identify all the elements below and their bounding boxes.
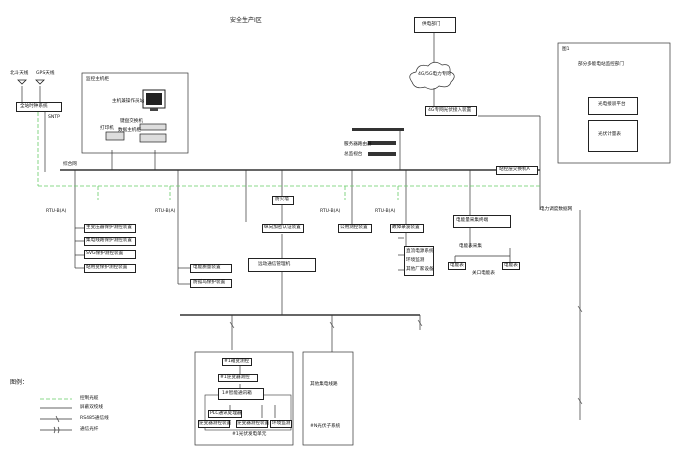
security-box bbox=[262, 224, 304, 233]
page-title: 安全生产I区 bbox=[230, 17, 262, 24]
mid-box-0 bbox=[190, 264, 232, 273]
bay-title2-box bbox=[218, 374, 258, 382]
meter-l1: 电能表采集 bbox=[459, 244, 482, 249]
workstation-label: 主机兼操作员站 bbox=[112, 99, 145, 104]
remote-station-box bbox=[588, 120, 638, 152]
firewall-box bbox=[272, 196, 294, 205]
meter-l3: 电能表 bbox=[504, 263, 518, 268]
legend-item-1: 屏蔽双绞线 bbox=[80, 405, 103, 410]
meter-l2-box bbox=[448, 262, 466, 270]
protection-item-1: 集电线路保护测控装置 bbox=[86, 238, 132, 243]
gps-label: GPS天线 bbox=[36, 71, 55, 76]
remote-dept: 部分多能电站监控部门 bbox=[578, 62, 624, 67]
bay-box4: 逆变器测控装置 bbox=[237, 421, 270, 426]
cloud-platform-label: 4G专网光伏接入装置 bbox=[428, 108, 472, 113]
network-cloud bbox=[409, 61, 455, 90]
cabinet-2: RTU-B(A) bbox=[155, 209, 176, 214]
printer-label: 打印机 bbox=[100, 126, 114, 131]
bay-title2: #1逆变器测控 bbox=[220, 375, 250, 380]
other-item-1: 环境监测 bbox=[406, 258, 425, 263]
power-dept-box bbox=[414, 17, 456, 33]
legend-item-0: 控制光缆 bbox=[80, 396, 99, 401]
remote-header: 图1 bbox=[562, 47, 570, 52]
other-item-2: 其他厂家设备 bbox=[406, 267, 434, 272]
bay-title1-box bbox=[222, 358, 252, 366]
bay-box5-frame bbox=[270, 420, 292, 428]
protection-item-0: 主变压器保护测控装置 bbox=[86, 225, 132, 230]
far-right-label: 电力调度数据网 bbox=[540, 207, 573, 212]
remote-station: 光伏计量表 bbox=[598, 132, 621, 137]
legend-item-2: RS485通信线 bbox=[80, 416, 109, 421]
bay-box1-frame bbox=[218, 388, 264, 400]
protection-box-3 bbox=[84, 264, 136, 273]
bay-box3-frame bbox=[198, 420, 230, 428]
bus-left-label: 综合网 bbox=[63, 162, 77, 167]
sync-label: 全站时钟系统 bbox=[20, 104, 48, 109]
sync-box bbox=[16, 102, 62, 112]
legend-item-3: 通信光纤 bbox=[80, 427, 99, 432]
bay-box5: 环境监测 bbox=[272, 421, 291, 426]
other-box bbox=[404, 246, 434, 276]
meter-l3-box bbox=[502, 262, 520, 270]
rack1-label: 键盘交换机 bbox=[120, 119, 143, 124]
rack2-label: 数据主机柜 bbox=[118, 128, 141, 133]
beidou-label: 北斗天线 bbox=[10, 71, 29, 76]
bay-title1: #1箱变测控 bbox=[224, 359, 250, 364]
cabinet-3: RTU-B(A) bbox=[320, 209, 341, 214]
bay-footer: #1光伏发电单元 bbox=[232, 432, 267, 437]
bay-box3: 逆变器测控装置 bbox=[199, 421, 232, 426]
mid-item-1: 防孤岛保护装置 bbox=[193, 280, 226, 285]
router-line3: 总监视台 bbox=[344, 152, 363, 157]
security-label: 纵向加密认证装置 bbox=[264, 225, 301, 230]
protection-box-0 bbox=[84, 224, 136, 233]
mux-label: 远动通信管理机 bbox=[258, 262, 291, 267]
sntp-label: SNTP bbox=[48, 115, 60, 120]
public-box bbox=[338, 224, 372, 233]
meter-label: 电能量采集终端 bbox=[456, 218, 489, 223]
meter-l2: 电能表 bbox=[450, 263, 464, 268]
bay-box4-frame bbox=[236, 420, 268, 428]
monitor-label: 监控主机柜 bbox=[86, 77, 109, 82]
network-4g-label: 4G/5G电力专网 bbox=[418, 72, 451, 77]
cabinet-4: RTU-B(A) bbox=[375, 209, 396, 214]
protection-item-3: 站用变保护测控装置 bbox=[86, 265, 128, 270]
monitor-icon bbox=[142, 89, 166, 111]
meter-b: 关口电能表 bbox=[472, 271, 495, 276]
public-label: 公用测控装置 bbox=[340, 225, 368, 230]
bus-right-box bbox=[496, 166, 538, 175]
bay2-footer: #N光伏子系统 bbox=[310, 424, 341, 429]
other-item-0: 直流电源系统 bbox=[406, 249, 434, 254]
mid-box-1 bbox=[190, 279, 232, 288]
remote-platform: 光电接驳平台 bbox=[598, 102, 626, 107]
meter-box bbox=[453, 215, 511, 228]
bay-box2-frame bbox=[208, 410, 242, 418]
power-dept-label: 供电部门 bbox=[422, 22, 441, 27]
protection-box-2 bbox=[84, 250, 136, 259]
legend-title: 图例： bbox=[10, 379, 29, 386]
firewall-label: 防火墙 bbox=[275, 197, 289, 202]
cloud-platform-box bbox=[425, 106, 477, 116]
mid-item-0: 电能质量装置 bbox=[193, 265, 221, 270]
bay2-top: 其他集电线路 bbox=[310, 382, 338, 387]
remote-platform-box bbox=[588, 97, 638, 115]
sub-box bbox=[390, 224, 424, 233]
protection-box-1 bbox=[84, 237, 136, 246]
router-line1: 服务器路由器 bbox=[344, 142, 372, 147]
bus-right-label: 站控层交换机A bbox=[499, 167, 530, 172]
sub-label: 故障录波装置 bbox=[392, 225, 420, 230]
bay-box2: PLC通讯处理器 bbox=[210, 411, 242, 416]
cabinet-1: RTU-B(A) bbox=[46, 209, 67, 214]
mux-box bbox=[248, 258, 316, 272]
bay-box1: 1#智能通讯箱 bbox=[222, 391, 252, 396]
protection-item-2: SVG保护测控装置 bbox=[86, 251, 124, 256]
